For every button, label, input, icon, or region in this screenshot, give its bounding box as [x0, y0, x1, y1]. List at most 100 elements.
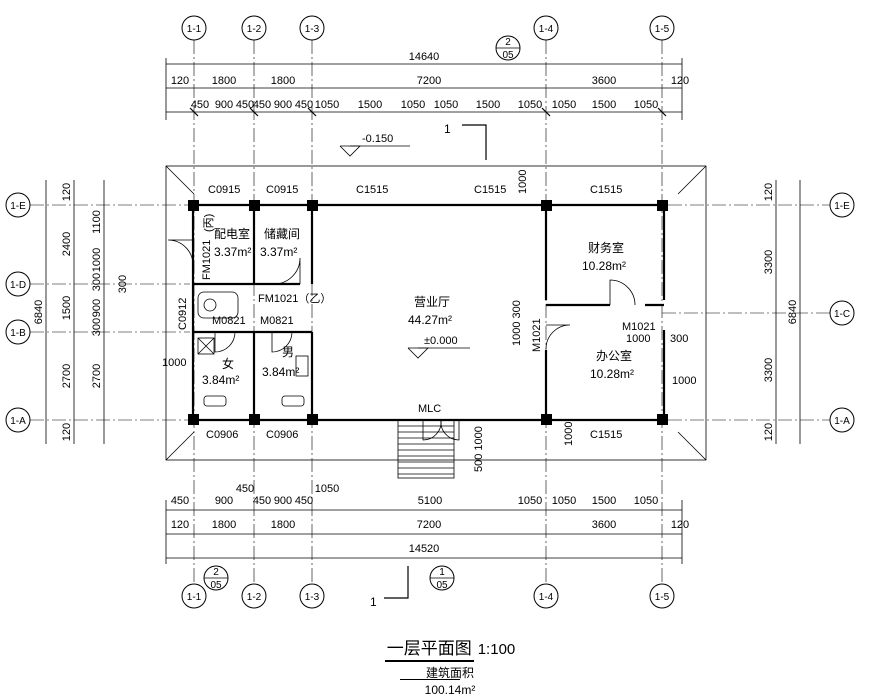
dim-label: 120 [763, 423, 775, 441]
door-m1021-a: M1021 [622, 321, 656, 333]
dim-label: 3600 [592, 75, 616, 87]
axis-label: 1-2 [247, 24, 262, 35]
window-c0915-a: C0915 [208, 184, 240, 196]
svg-text:05: 05 [436, 580, 448, 591]
window-c1515-b: C1515 [474, 184, 506, 196]
window-c1515-d: C1515 [590, 429, 622, 441]
dim-label: 450 [236, 99, 254, 111]
dim-label: 900 [274, 495, 292, 507]
section-cut-top: 1 [444, 122, 487, 160]
columns [188, 200, 668, 425]
dim-label: 1800 [212, 75, 236, 87]
room-area: 3.37m² [214, 245, 251, 259]
svg-text:2: 2 [213, 567, 219, 578]
svg-text:1: 1 [439, 567, 445, 578]
dim-label: 5100 [418, 495, 442, 507]
detail-reference-bottom-mid: 1 05 [429, 565, 455, 591]
dim-label: 1050 [634, 495, 658, 507]
room-name: 女 [222, 356, 234, 371]
dim-label: 450 [236, 483, 254, 495]
bottom-dimensions: 450 900 450 450 900 450 1050 5100 1050 1… [165, 483, 689, 564]
dim-label: 2400 [61, 232, 73, 256]
window-c0906-a: C0906 [206, 429, 238, 441]
dim-label: 1500 [592, 99, 616, 111]
room-name: 储藏间 [264, 226, 300, 241]
dim-label: 1050 [401, 99, 425, 111]
svg-text:1000: 1000 [626, 333, 650, 345]
dim-label: 1500 [358, 99, 382, 111]
door-fm1021-b: FM1021（乙） [258, 292, 331, 305]
dim-label: 1100 [91, 210, 103, 234]
misc-dimensions: 1000 1000 1000 1000 300 1000 300 500 100… [162, 170, 696, 472]
right-dimensions: 120 3300 3300 120 6840 [763, 180, 801, 444]
room-name: 配电室 [214, 226, 250, 241]
dim-label: 7200 [417, 519, 441, 531]
dim-label: 3300 [763, 358, 775, 382]
svg-text:±0.000: ±0.000 [424, 335, 458, 347]
door-labels: FM1021 (丙) FM1021（乙） M0821 M0821 M1021 M… [201, 214, 656, 415]
dim-label: 900 [215, 495, 233, 507]
dim-label: 3300 [763, 250, 775, 274]
room-area: 3.37m² [260, 245, 297, 259]
window-c0912: C0912 [177, 298, 189, 330]
dim-label: 1050 [434, 99, 458, 111]
axis-bubbles-top: 1-1 1-2 1-3 1-4 1-5 [181, 15, 675, 41]
room-area: 3.84m² [262, 365, 299, 379]
svg-text:05: 05 [502, 50, 514, 61]
dim-label: 450 [191, 99, 209, 111]
dim-label: 120 [671, 519, 689, 531]
room-area: 10.28m² [590, 367, 634, 381]
axis-bubbles-right: 1-E 1-C 1-A [829, 192, 855, 433]
door-mlc: MLC [418, 403, 441, 415]
door-swings [167, 239, 636, 441]
axis-label: 1-D [10, 280, 26, 291]
dim-label: 1000 [91, 248, 103, 272]
dim-label: 120 [171, 519, 189, 531]
axis-label: 1-4 [539, 24, 554, 35]
axis-label: 1-C [834, 309, 850, 320]
dim-right-total: 6840 [787, 300, 799, 324]
axis-label: 1-1 [187, 592, 202, 603]
dim-label: 120 [61, 423, 73, 441]
svg-text:1000: 1000 [672, 375, 696, 387]
dim-label: 1050 [315, 483, 339, 495]
level-mark-outside: -0.150 [339, 133, 410, 157]
dim-left-total: 6840 [33, 300, 45, 324]
door-m0821-a: M0821 [212, 315, 246, 327]
roof-outline [165, 165, 707, 461]
dim-label: 1050 [518, 495, 542, 507]
dim-label: 1050 [518, 99, 542, 111]
room-name: 办公室 [596, 348, 632, 363]
dim-label: 900 [91, 299, 103, 317]
dim-label: 450 [171, 495, 189, 507]
svg-text:2: 2 [505, 37, 511, 48]
svg-text:300: 300 [670, 333, 688, 345]
dim-label: 3600 [592, 519, 616, 531]
dim-label: 1050 [552, 99, 576, 111]
room-labels: 配电室 3.37m² 储藏间 3.37m² 营业厅 44.27m² 财务室 10… [202, 226, 634, 387]
svg-text:-0.150: -0.150 [362, 133, 393, 145]
window-c0906-b: C0906 [266, 429, 298, 441]
level-mark-inside: ±0.000 [407, 335, 470, 359]
dim-label: 120 [171, 75, 189, 87]
dim-label: 7200 [417, 75, 441, 87]
left-dimensions: 6840 120 2400 1500 2700 120 1100 1000 30… [33, 180, 129, 444]
svg-text:1: 1 [444, 122, 451, 136]
svg-text:05: 05 [210, 580, 222, 591]
axis-label: 1-4 [539, 592, 554, 603]
dim-bottom-total: 14520 [409, 543, 440, 555]
detail-reference-top: 2 05 [495, 35, 521, 61]
dim-label: 120 [763, 183, 775, 201]
axis-label: 1-A [834, 416, 850, 427]
dim-label: 300 [91, 273, 103, 291]
axis-label: 1-5 [655, 24, 670, 35]
dim-label: 120 [671, 75, 689, 87]
room-area: 44.27m² [408, 313, 452, 327]
entry-steps [397, 419, 455, 479]
dim-label: 1050 [552, 495, 576, 507]
room-name: 营业厅 [414, 295, 450, 309]
axis-label: 1-3 [305, 592, 320, 603]
dim-label: 1500 [61, 296, 73, 320]
